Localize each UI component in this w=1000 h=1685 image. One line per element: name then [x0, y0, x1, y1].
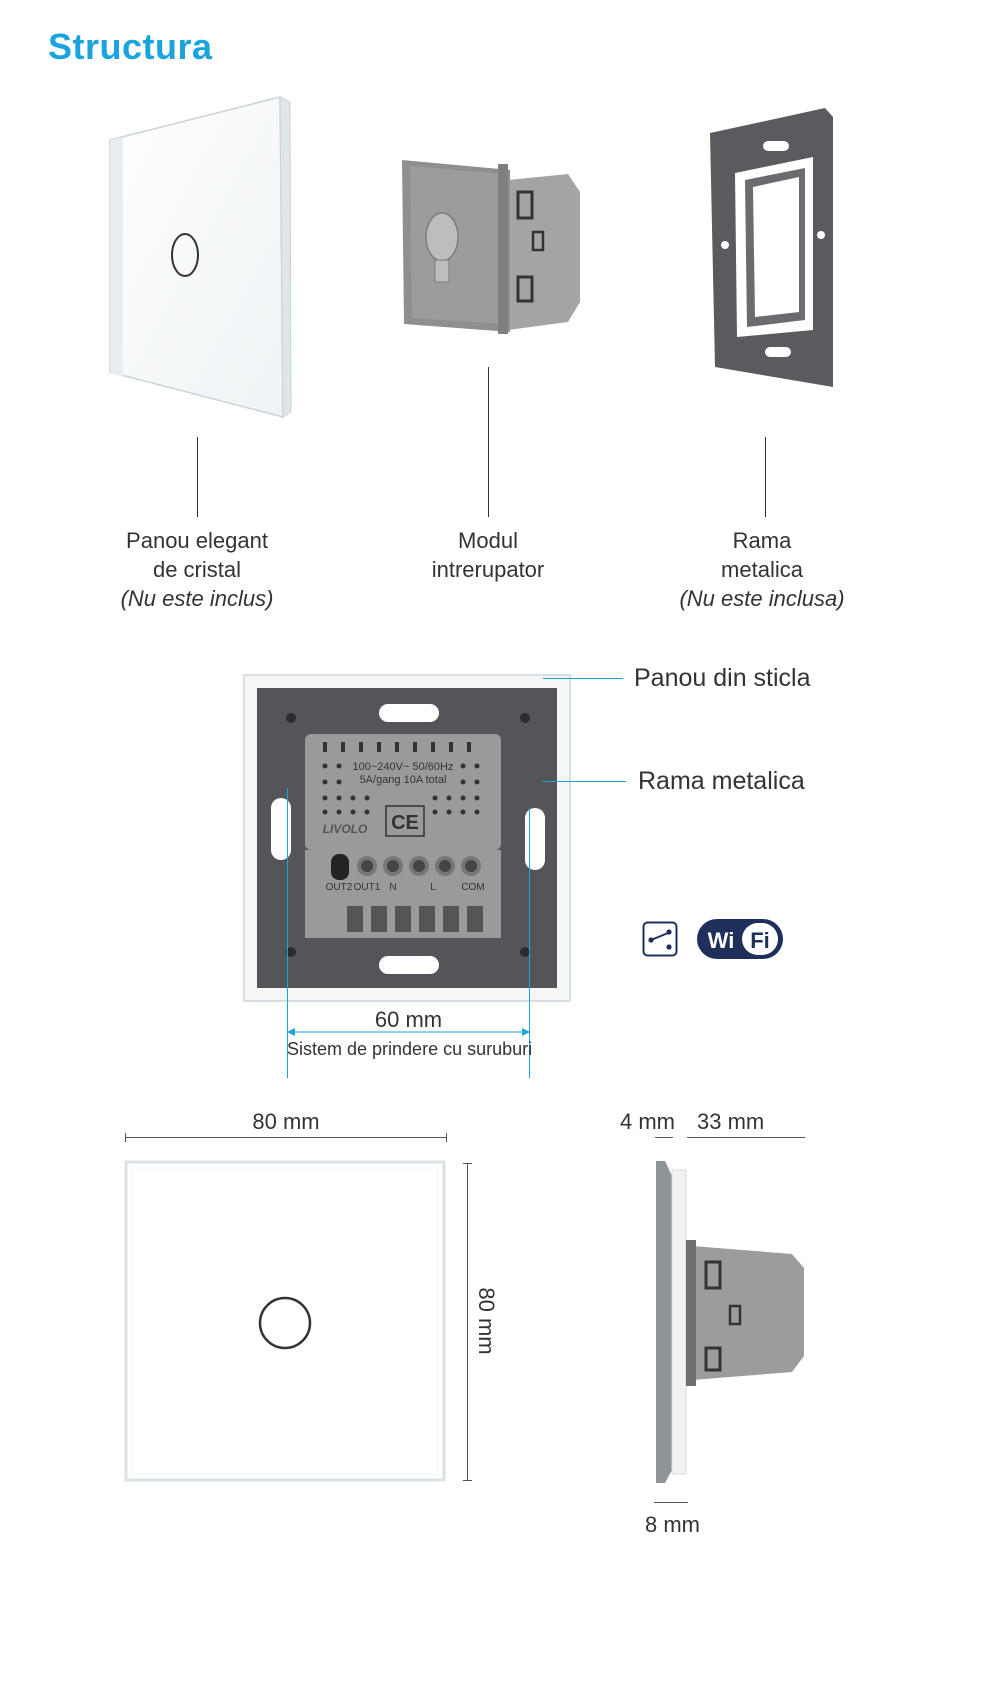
terminal-label: OUT2 — [326, 882, 353, 893]
depth-dimension-line — [687, 1137, 805, 1138]
height-label: 80 mm — [474, 1287, 499, 1355]
depth-label: 33 mm — [697, 1109, 765, 1134]
width-dimension-line — [125, 1137, 447, 1138]
side-view-illustration — [656, 1161, 804, 1483]
metal-frame-illustration — [710, 108, 833, 387]
mount-guide-right — [529, 808, 530, 1078]
leader-line-module — [488, 367, 489, 517]
callout-line-frame — [542, 781, 626, 782]
mount-distance: 60 mm — [374, 1007, 443, 1032]
terminal-label: OUT1 — [354, 882, 381, 893]
page-title: Structura — [48, 26, 213, 67]
brand-mark: LIVOLO — [323, 822, 368, 836]
frame-thickness-line — [654, 1502, 688, 1503]
glass-panel-illustration — [109, 96, 292, 418]
caption-line2: de cristal — [152, 557, 242, 582]
two-way-switch-icon — [642, 921, 678, 957]
width-tick-right — [446, 1133, 447, 1142]
leader-line-panel — [197, 437, 198, 517]
wifi-text-wi: Wi — [708, 928, 735, 953]
caption-line2: intrerupator — [431, 557, 545, 582]
caption-note: (Nu este inclusa) — [679, 586, 845, 611]
terminal-label: COM — [461, 882, 484, 893]
mount-description: Sistem de prindere cu suruburi — [287, 1039, 533, 1059]
caption-switch-module: Modul intrerupator — [388, 526, 588, 584]
height-tick-top — [463, 1163, 472, 1164]
wifi-logo-icon: Wi Fi — [697, 919, 783, 959]
caption-line1: Modul — [458, 528, 518, 553]
width-tick-left — [125, 1133, 126, 1142]
caption-line1: Rama — [732, 528, 792, 553]
front-panel-illustration — [124, 1160, 446, 1482]
leader-line-frame — [765, 437, 766, 517]
callout-metal-frame: Rama metalica — [638, 767, 805, 795]
mount-guide-left — [287, 788, 288, 1078]
switch-module-illustration — [402, 160, 580, 334]
caption-glass-panel: Panou elegant de cristal (Nu este inclus… — [97, 526, 297, 613]
glass-thickness-line — [655, 1137, 673, 1138]
height-tick-bottom — [463, 1480, 472, 1481]
wifi-text-fi: Fi — [750, 928, 770, 953]
mount-dimension-arrow — [287, 1028, 530, 1036]
terminal-label: L — [430, 882, 436, 893]
rear-view-illustration: 100~240V~ 50/60Hz 5A/gang 10A total CE L… — [243, 674, 571, 1002]
caption-metal-frame: Rama metalica (Nu este inclusa) — [662, 526, 862, 613]
ce-mark: CE — [391, 812, 419, 834]
height-dimension-line — [467, 1163, 468, 1481]
caption-note: (Nu este inclus) — [120, 586, 274, 611]
callout-line-glass — [543, 678, 623, 679]
width-label: 80 mm — [252, 1109, 320, 1134]
caption-line2: metalica — [721, 557, 803, 582]
terminal-label: N — [389, 882, 396, 893]
glass-thickness-label: 4 mm — [620, 1109, 675, 1134]
caption-line1: Panou elegant — [126, 528, 268, 553]
rating-text-1: 100~240V~ 50/60Hz — [353, 761, 454, 773]
callout-glass-panel: Panou din sticla — [634, 664, 811, 692]
rating-text-2: 5A/gang 10A total — [360, 774, 447, 786]
frame-thickness-label: 8 mm — [645, 1512, 700, 1537]
